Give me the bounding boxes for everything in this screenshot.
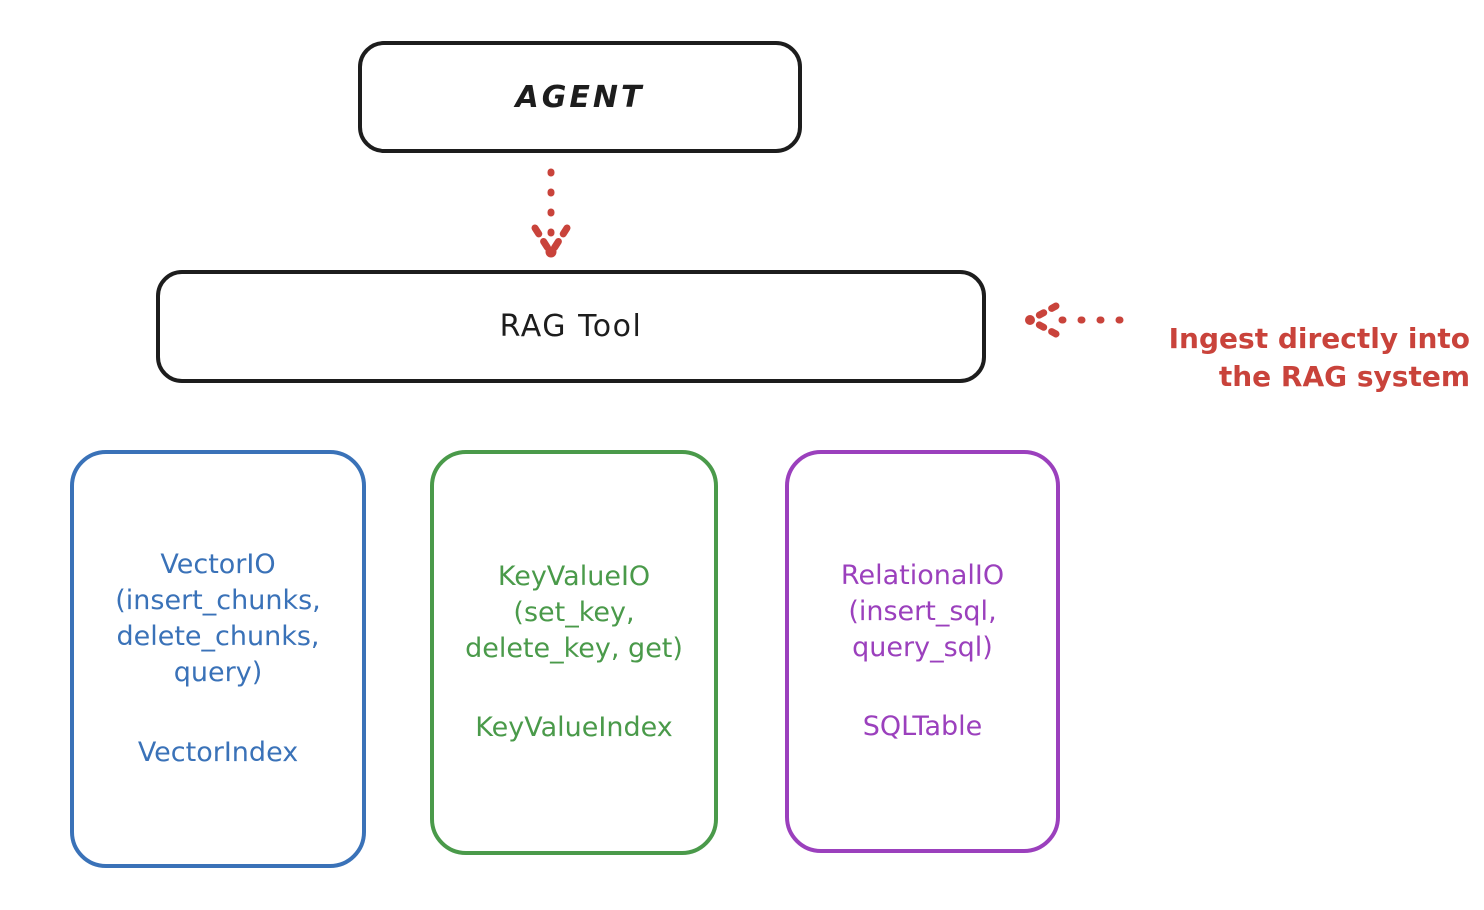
key-value-index-label: KeyValueIndex <box>475 712 673 744</box>
vector-io-title: VectorIO (insert_chunks, delete_chunks, … <box>115 549 321 688</box>
relational-io-title: RelationalIO (insert_sql, query_sql) <box>840 559 1005 663</box>
vector-index-label: VectorIndex <box>137 736 299 768</box>
agent-label: AGENT <box>515 79 645 115</box>
relational-io-box[interactable]: RelationalIO (insert_sql, query_sql) SQL… <box>785 450 1060 853</box>
key-value-io-box[interactable]: KeyValueIO (set_key, delete_key, get) Ke… <box>430 450 718 855</box>
connector-ingest-to-rag-tool <box>1025 302 1124 338</box>
vector-io-box[interactable]: VectorIO (insert_chunks, delete_chunks, … <box>70 450 366 868</box>
rag-tool-label: RAG Tool <box>499 309 643 344</box>
ingest-annotation-text: Ingest directly into the RAG system <box>1168 321 1470 393</box>
connector-agent-to-rag-tool <box>531 168 571 258</box>
ingest-annotation: Ingest directly into the RAG system <box>1140 282 1470 395</box>
sql-table-label: SQLTable <box>862 711 983 743</box>
rag-tool-box[interactable]: RAG Tool <box>156 270 986 383</box>
agent-box[interactable]: AGENT <box>358 41 802 153</box>
key-value-io-title: KeyValueIO (set_key, delete_key, get) <box>465 560 683 664</box>
